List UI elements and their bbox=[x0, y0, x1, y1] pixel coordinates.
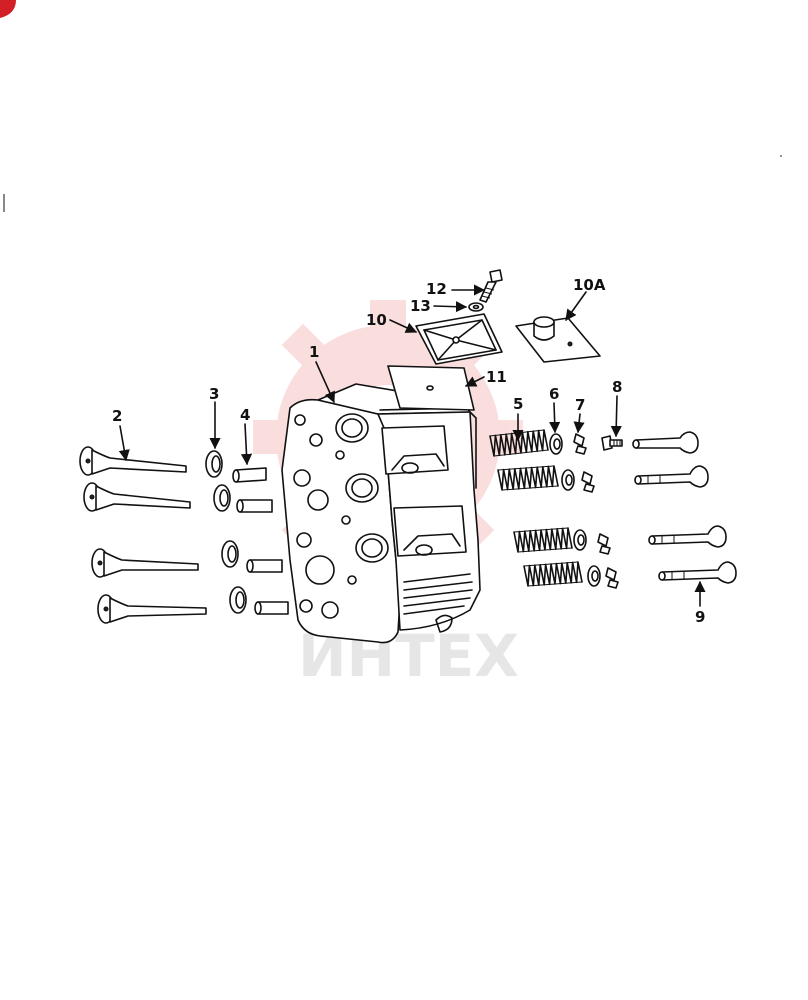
cover-plate-part-10a bbox=[515, 316, 601, 363]
callout-2: 2 bbox=[112, 407, 122, 425]
callout-13: 13 bbox=[410, 297, 431, 315]
valve-seat-insert-part-3 bbox=[205, 450, 247, 614]
callout-6: 6 bbox=[549, 385, 559, 403]
valve-part-2 bbox=[79, 446, 207, 624]
spring-cap-part-6 bbox=[549, 433, 601, 587]
adjusting-screw-part-8 bbox=[601, 435, 623, 451]
rocker-arm-part-9 bbox=[632, 431, 737, 584]
leader-lines bbox=[118, 284, 706, 607]
gasket-part-11 bbox=[387, 365, 475, 411]
callout-3: 3 bbox=[209, 385, 219, 403]
callout-12: 12 bbox=[426, 280, 447, 298]
spring-outline-4 bbox=[523, 561, 583, 587]
spring-coil-4 bbox=[523, 561, 583, 587]
callout-1: 1 bbox=[309, 343, 319, 361]
callout-11: 11 bbox=[486, 368, 507, 386]
bolt-part-12 bbox=[479, 269, 503, 303]
washer-part-13 bbox=[468, 302, 484, 312]
callout-8: 8 bbox=[612, 378, 622, 396]
valve-guide-part-4 bbox=[232, 467, 289, 615]
valve-keeper-part-7 bbox=[573, 433, 619, 589]
callout-7: 7 bbox=[575, 396, 585, 414]
cover-plate-part-10 bbox=[415, 313, 503, 365]
spring-coil-1 bbox=[489, 429, 549, 457]
callout-10: 10 bbox=[366, 311, 387, 329]
spring-outline-3 bbox=[513, 527, 573, 553]
stray-mark bbox=[780, 155, 782, 157]
spring-coil-2 bbox=[497, 465, 559, 491]
callout-9: 9 bbox=[695, 608, 705, 626]
cylinder-head-part-1 bbox=[281, 383, 481, 644]
corner-logo-mark bbox=[0, 0, 16, 18]
spring-coil-3 bbox=[513, 527, 573, 553]
spring-outline-2 bbox=[497, 465, 559, 491]
valve-spring-part-5 bbox=[489, 429, 583, 587]
callout-4: 4 bbox=[240, 406, 250, 424]
callout-10a: 10A bbox=[573, 276, 606, 294]
callout-5: 5 bbox=[513, 395, 523, 413]
